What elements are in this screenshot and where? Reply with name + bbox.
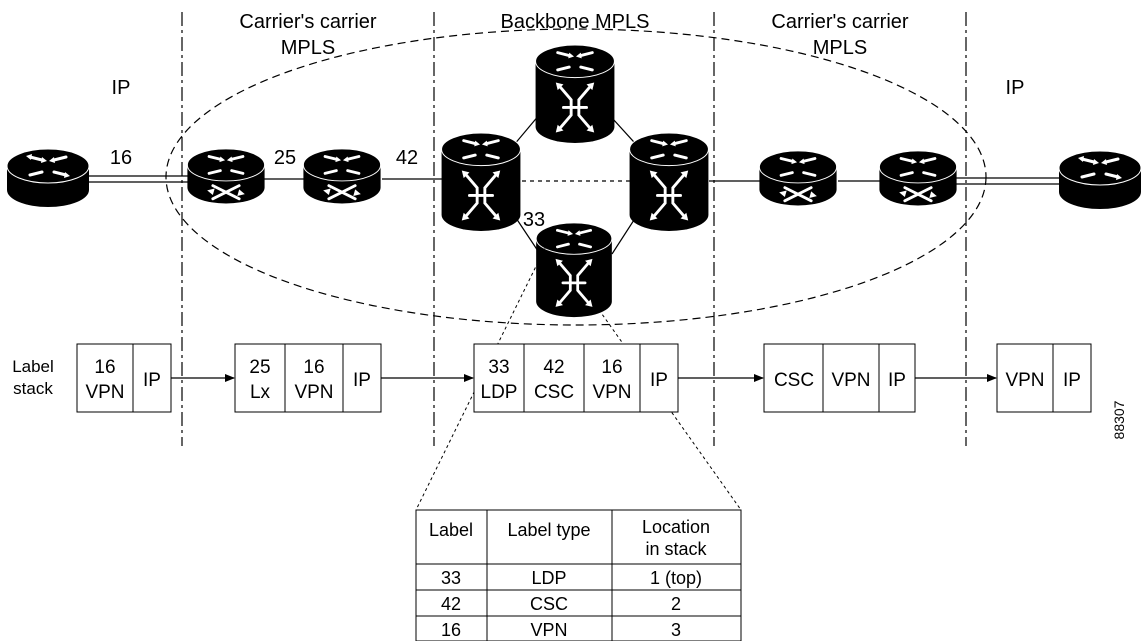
stack2-l2-value: 16 bbox=[303, 357, 324, 378]
stack1-label-value: 16 bbox=[94, 357, 115, 378]
stack3-l3-value: 16 bbox=[601, 357, 622, 378]
p-router-left-icon bbox=[302, 148, 382, 205]
link-label-33: 33 bbox=[523, 209, 545, 231]
table-header-label: Label bbox=[429, 520, 473, 540]
label-stack-3 bbox=[473, 343, 679, 413]
label-stack-2 bbox=[234, 343, 382, 413]
backbone-switch-top-icon bbox=[534, 44, 616, 144]
zone-label-left-ip: IP bbox=[112, 77, 131, 99]
table-header-label-type: Label type bbox=[507, 520, 590, 540]
table-row-1-location: 1 (top) bbox=[650, 568, 702, 588]
backbone-switch-right-icon bbox=[628, 132, 710, 232]
label-detail-table bbox=[415, 509, 742, 641]
stack2-l1-type: Lx bbox=[250, 382, 271, 403]
table-header-in-stack: in stack bbox=[645, 539, 707, 559]
stack2-payload: IP bbox=[353, 370, 371, 391]
stack3-l2-type: CSC bbox=[534, 382, 574, 403]
stack5-cell-1: VPN bbox=[1005, 370, 1044, 391]
pe-router-left-icon bbox=[186, 148, 266, 205]
ce-router-right-icon bbox=[1058, 150, 1142, 211]
figure-id: 88307 bbox=[1111, 400, 1127, 439]
stack1-payload: IP bbox=[143, 370, 161, 391]
link-label-25: 25 bbox=[274, 147, 296, 169]
callout-line-left bbox=[415, 245, 547, 511]
ce-router-left-icon bbox=[6, 148, 90, 209]
p-router-right-icon bbox=[758, 150, 838, 207]
link-label-42: 42 bbox=[396, 147, 418, 169]
backbone-switch-left-icon bbox=[440, 132, 522, 232]
stack4-cell-2: VPN bbox=[831, 370, 870, 391]
table-row-3-type: VPN bbox=[530, 620, 567, 640]
table-row-3-location: 3 bbox=[671, 620, 681, 640]
backbone-switch-bottom-icon bbox=[534, 222, 614, 318]
table-row-2-label: 42 bbox=[441, 594, 461, 614]
stack3-l1-value: 33 bbox=[488, 357, 509, 378]
table-row-2-type: CSC bbox=[530, 594, 568, 614]
zone-label-carrier-right-2: MPLS bbox=[813, 37, 867, 59]
stack3-l2-value: 42 bbox=[543, 357, 564, 378]
zone-label-carrier-left-1: Carrier's carrier bbox=[239, 11, 376, 33]
stack5-cell-2: IP bbox=[1063, 370, 1081, 391]
stack2-l1-value: 25 bbox=[249, 357, 270, 378]
mpls-domain-ellipse bbox=[165, 28, 987, 326]
link-label-16: 16 bbox=[110, 147, 132, 169]
zone-label-backbone: Backbone MPLS bbox=[501, 11, 650, 33]
zone-label-carrier-left-2: MPLS bbox=[281, 37, 335, 59]
stack1-label-type: VPN bbox=[85, 382, 124, 403]
label-stack-1 bbox=[76, 343, 172, 413]
label-stack-4 bbox=[763, 343, 916, 413]
label-stack-title-line1: Label bbox=[12, 357, 54, 376]
zone-label-right-ip: IP bbox=[1006, 77, 1025, 99]
table-header-location: Location bbox=[642, 517, 710, 537]
stack4-cell-3: IP bbox=[888, 370, 906, 391]
stack3-l3-type: VPN bbox=[592, 382, 631, 403]
stack2-l2-type: VPN bbox=[294, 382, 333, 403]
pe-router-right-icon bbox=[878, 150, 958, 207]
stack4-cell-1: CSC bbox=[774, 370, 814, 391]
table-row-2-location: 2 bbox=[671, 594, 681, 614]
label-stack-title-line2: stack bbox=[13, 379, 53, 398]
stack3-payload: IP bbox=[650, 370, 668, 391]
table-row-1-type: LDP bbox=[531, 568, 566, 588]
label-stack-5 bbox=[996, 343, 1092, 413]
stack3-l1-type: LDP bbox=[481, 382, 518, 403]
zone-label-carrier-right-1: Carrier's carrier bbox=[771, 11, 908, 33]
table-row-1-label: 33 bbox=[441, 568, 461, 588]
table-row-3-label: 16 bbox=[441, 620, 461, 640]
